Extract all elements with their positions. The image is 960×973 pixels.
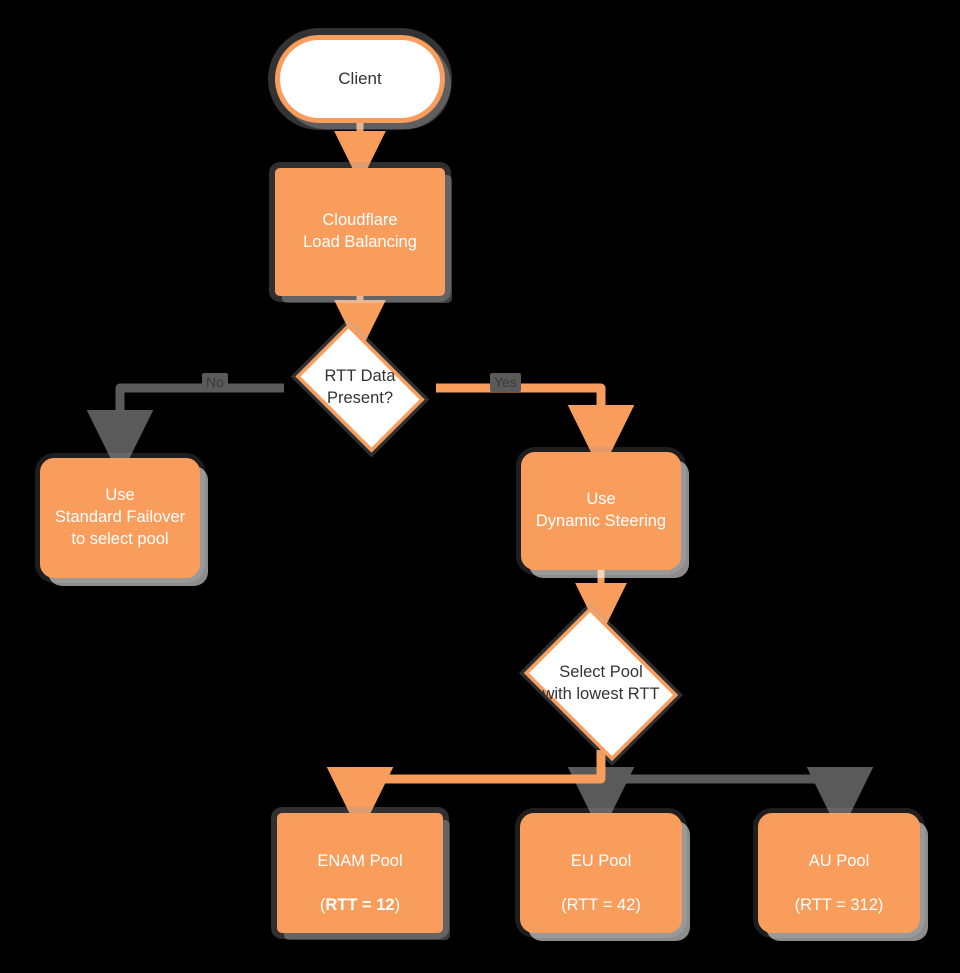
node-enam-pool-paren-open: (	[319, 895, 326, 914]
node-select-pool-line1: Select Pool	[559, 663, 643, 682]
node-select-pool-lowest-rtt[interactable]: Select Pool with lowest RTT	[513, 607, 689, 761]
node-au-pool-line2: (RTT = 312)	[794, 895, 884, 914]
node-eu-pool[interactable]: EU Pool (RTT = 42)	[520, 813, 682, 933]
node-enam-pool-rtt-value: RTT = 12	[325, 895, 395, 914]
edge-rtt-check-to-steering	[436, 383, 635, 473]
node-eu-pool-label: EU Pool (RTT = 42)	[555, 827, 647, 918]
node-rtt-data-present-label: RTT Data Present?	[284, 366, 436, 410]
node-client-label: Client	[338, 68, 382, 88]
node-client[interactable]: Client	[275, 35, 445, 123]
node-enam-pool-line1: ENAM Pool	[317, 852, 403, 871]
node-eu-pool-line1: EU Pool	[570, 852, 632, 871]
node-enam-pool-label: ENAM Pool (RTT = 12)	[311, 827, 408, 918]
node-rtt-data-present[interactable]: RTT Data Present?	[284, 323, 436, 453]
node-enam-pool-paren-close: )	[394, 895, 401, 914]
node-rtt-data-present-line2: Present?	[326, 389, 394, 407]
edge-label-yes: Yes	[490, 373, 521, 392]
node-cloudflare-load-balancing-label: Cloudflare Load Balancing	[303, 211, 417, 251]
node-dynamic-steering[interactable]: Use Dynamic Steering	[521, 452, 681, 570]
node-au-pool[interactable]: AU Pool (RTT = 312)	[758, 813, 920, 933]
edge-rtt-check-to-failover	[86, 383, 284, 478]
node-eu-pool-line2: (RTT = 42)	[561, 895, 641, 914]
node-cloudflare-load-balancing[interactable]: Cloudflare Load Balancing	[275, 168, 445, 296]
edge-label-no: No	[202, 373, 228, 392]
node-standard-failover[interactable]: Use Standard Failover to select pool	[40, 458, 200, 578]
node-select-pool-line2: with lowest RTT	[542, 685, 660, 703]
node-select-pool-lowest-rtt-label: Select Pool with lowest RTT	[513, 662, 689, 706]
node-dynamic-steering-label: Use Dynamic Steering	[535, 490, 667, 530]
node-rtt-data-present-line1: RTT Data	[324, 367, 396, 386]
edge-select-pool-to-enam	[326, 750, 606, 835]
node-au-pool-label: AU Pool (RTT = 312)	[789, 827, 890, 918]
node-enam-pool[interactable]: ENAM Pool (RTT = 12)	[277, 813, 443, 933]
node-au-pool-line1: AU Pool	[808, 852, 870, 871]
node-standard-failover-label: Use Standard Failover to select pool	[54, 486, 186, 548]
edge-select-pool-to-au	[596, 750, 874, 835]
